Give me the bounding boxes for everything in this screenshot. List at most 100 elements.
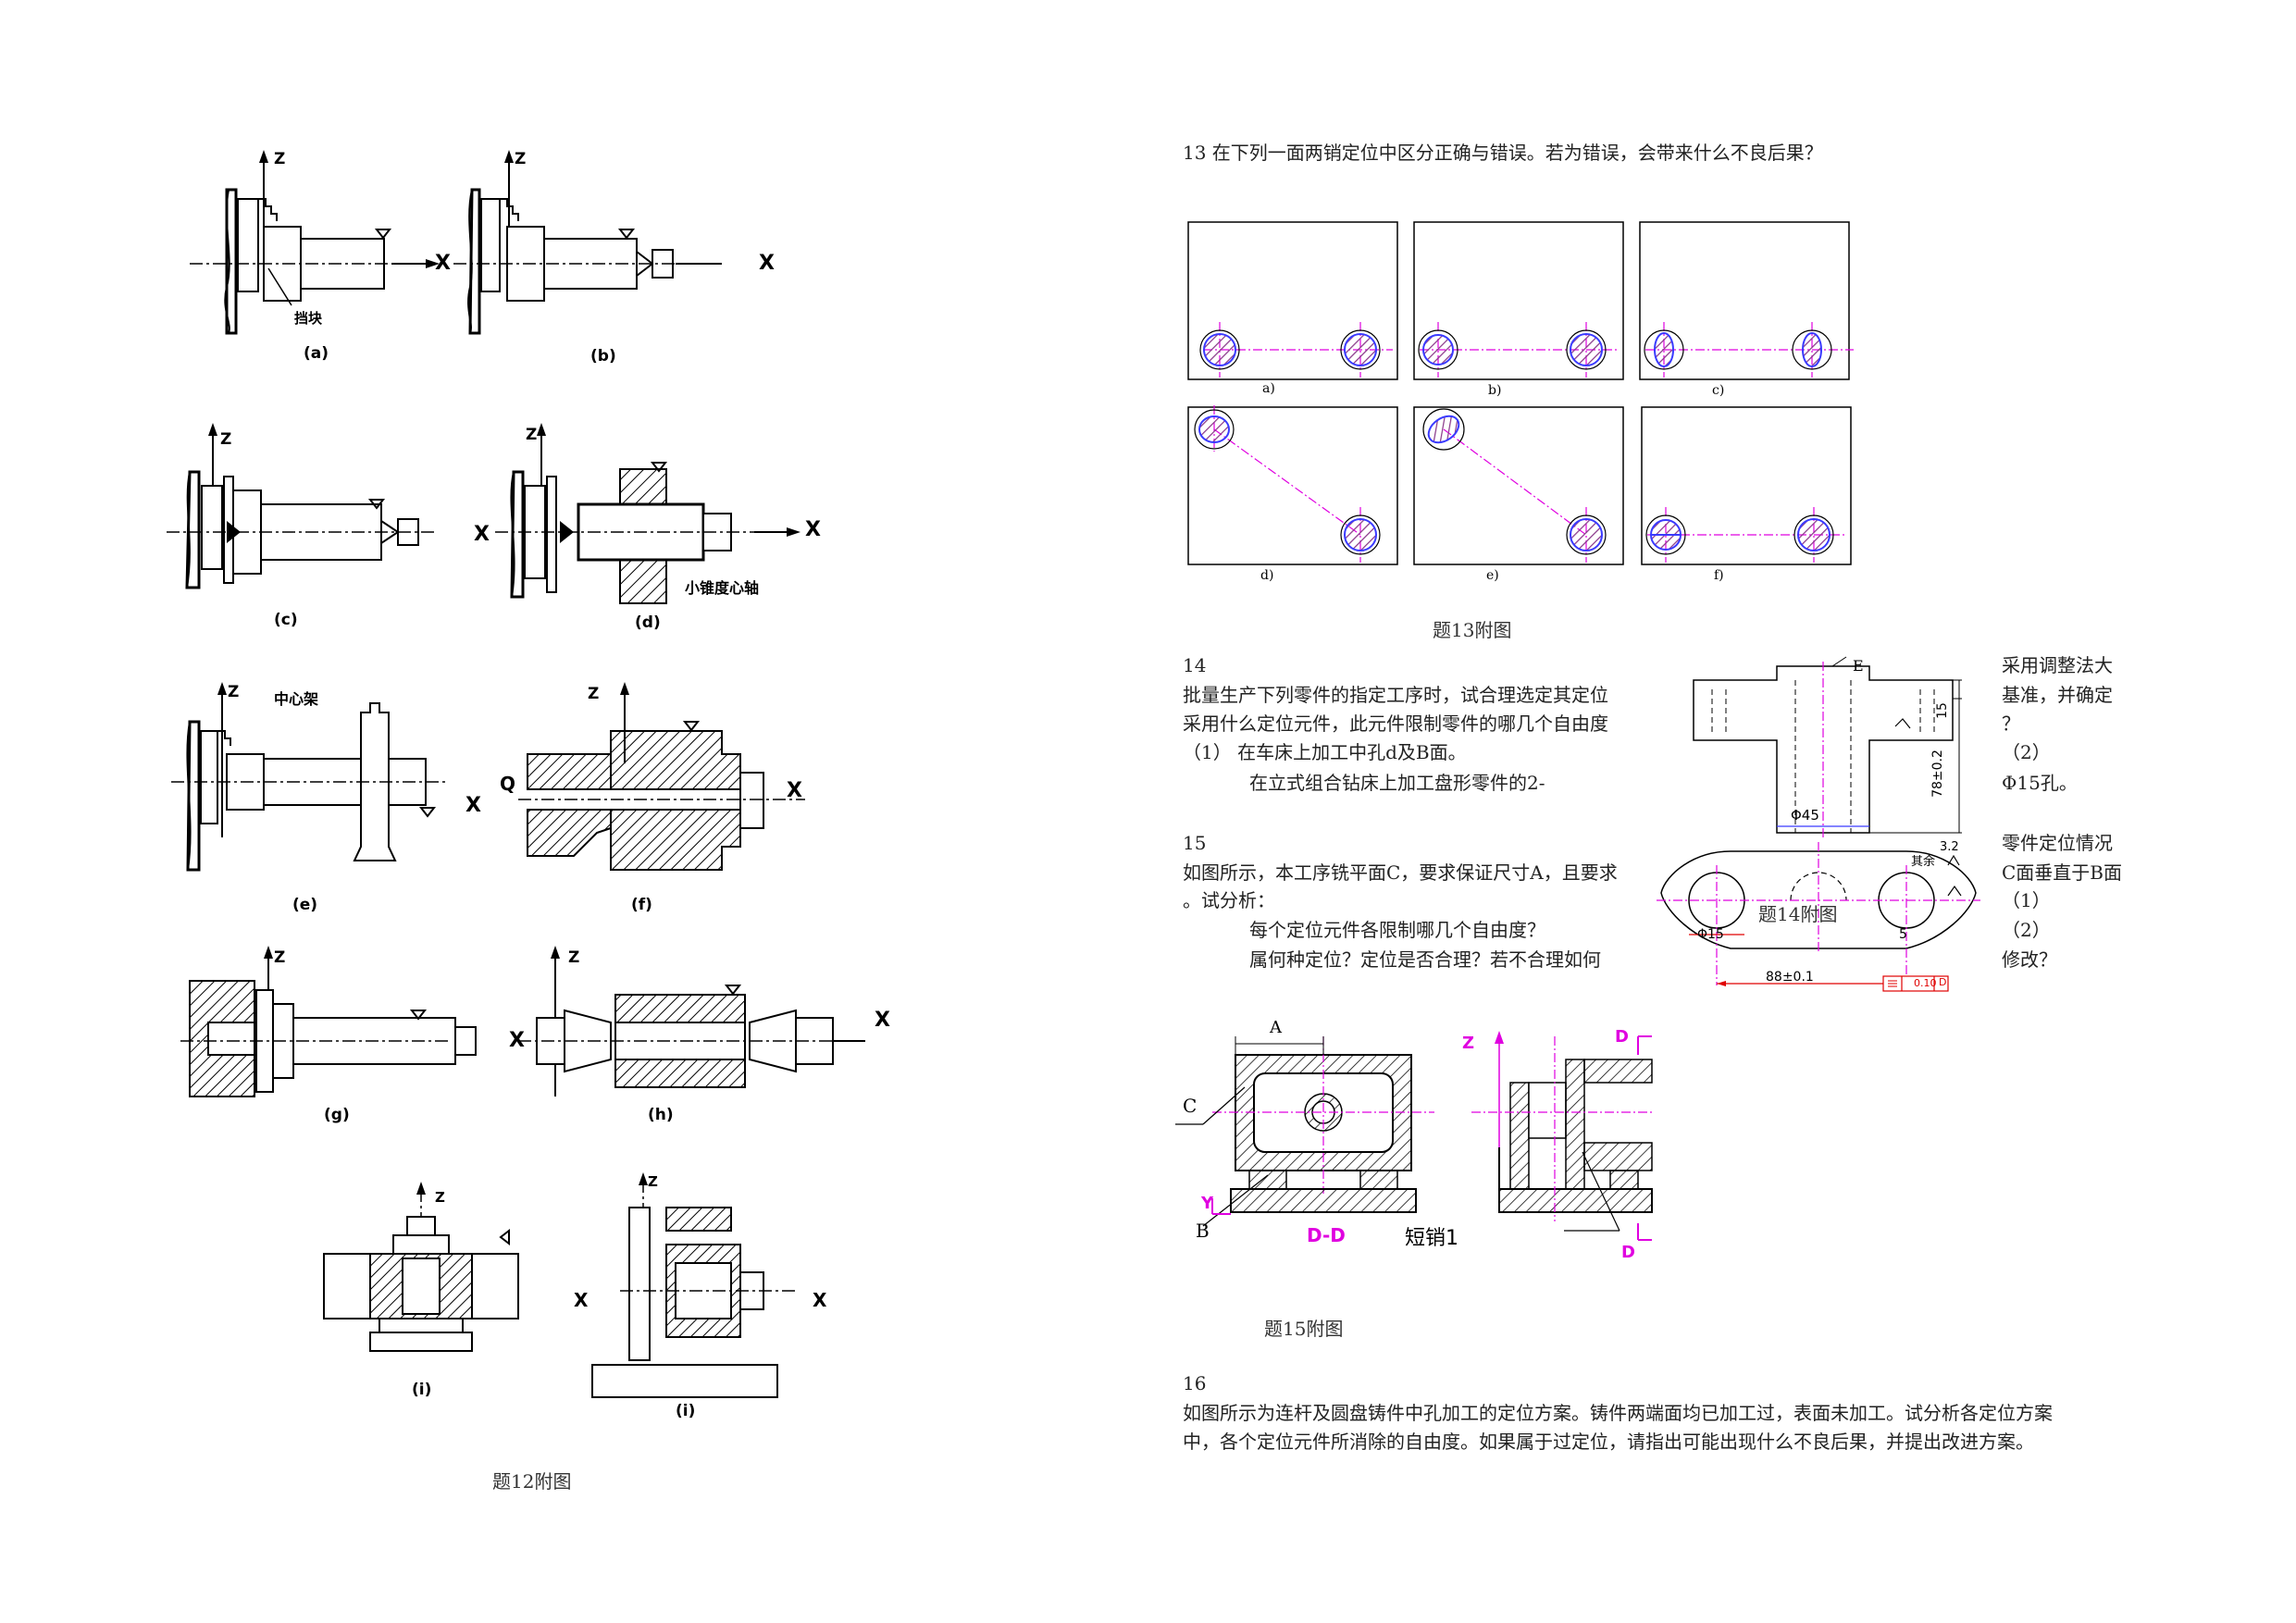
- x-axis-label: X: [813, 1289, 827, 1311]
- label-d-bottom: D: [1621, 1243, 1635, 1262]
- figure-12b-drawing: [453, 150, 722, 335]
- figure-12g-drawing: [180, 946, 477, 1097]
- figure-14-caption: 题14附图: [1758, 903, 1838, 925]
- label-d-top: D: [1615, 1027, 1629, 1047]
- sub-label-e: (e): [292, 896, 318, 914]
- question-15-right1: 零件定位情况: [2002, 832, 2113, 854]
- sub-label-i: (i): [676, 1402, 696, 1420]
- stop-block-label: 挡块: [294, 310, 323, 327]
- figure-12c-drawing: [167, 423, 435, 589]
- panel-label-a: a): [1262, 381, 1275, 396]
- dim-5: 5: [1899, 927, 1907, 942]
- figure-12-caption: 题12附图: [492, 1470, 572, 1493]
- figure-12d-drawing: [495, 423, 800, 604]
- question-14-right2: 基准，并确定: [2002, 684, 2113, 706]
- question-14-line2: 采用什么定位元件，此元件限制零件的哪几个自由度: [1183, 712, 1608, 735]
- question-15-right2: C面垂直于B面: [2002, 861, 2122, 884]
- label-z: Z: [1462, 1034, 1475, 1053]
- label-c: C: [1183, 1095, 1198, 1117]
- roughness-value: 3.2: [1940, 840, 1959, 854]
- z-axis-label: Z: [526, 426, 538, 444]
- dim-88: 88±0.1: [1766, 970, 1814, 985]
- z-axis-label: Z: [274, 150, 286, 168]
- x-axis-label: X: [574, 1289, 589, 1311]
- question-15-right5: 修改？: [2002, 948, 2057, 971]
- question-15-right4: （2）: [2002, 919, 2051, 941]
- sub-label-i: (i): [412, 1381, 432, 1399]
- figure-14-part-drawing: [1693, 656, 1962, 837]
- question-14-right1: 采用调整法大: [2002, 654, 2113, 676]
- question-15-item2: 属何种定位？定位是否合理？若不合理如何: [1249, 948, 1601, 971]
- dim-phi15: Φ15: [1697, 927, 1724, 942]
- figure-15-drawing: [1175, 1031, 1653, 1241]
- q-label: Q: [500, 773, 516, 795]
- sub-label-f: (f): [631, 896, 652, 914]
- panel-label-d: d): [1260, 568, 1274, 583]
- short-pin-label: 短销1: [1405, 1227, 1458, 1250]
- figure-12e-drawing: [171, 682, 449, 872]
- panel-label-c: c): [1712, 383, 1725, 398]
- sub-label-c: (c): [274, 611, 298, 629]
- panel-label-b: b): [1488, 383, 1502, 398]
- question-13-text: 13 在下列一面两销定位中区分正确与错误。若为错误，会带来什么不良后果？: [1183, 142, 1823, 164]
- mandrel-label: 小锥度心轴: [685, 579, 760, 597]
- dim-datum: D: [1939, 976, 1947, 988]
- question-15-number: 15: [1183, 832, 1207, 854]
- question-14-item1: （1） 在车床上加工中孔d及B面。: [1183, 741, 1467, 763]
- x-axis-label: X: [509, 1029, 525, 1052]
- z-axis-label: Z: [588, 685, 600, 703]
- z-axis-label: Z: [515, 150, 527, 168]
- x-axis-label: X: [474, 523, 490, 546]
- sub-label-a: (a): [304, 344, 329, 363]
- x-axis-label: X: [759, 252, 775, 275]
- question-14-right4: （2）: [2002, 741, 2051, 763]
- z-axis-label: Z: [648, 1173, 658, 1190]
- x-axis-label: X: [875, 1009, 890, 1032]
- question-14-number: 14: [1183, 654, 1207, 676]
- figure-12a-drawing: [190, 150, 440, 335]
- dim-e: E: [1853, 657, 1864, 675]
- label-b: B: [1196, 1220, 1210, 1242]
- figure-14-disk-drawing: [1657, 842, 1980, 992]
- z-axis-label: Z: [435, 1189, 445, 1206]
- dim-15: 15: [1934, 702, 1950, 719]
- sub-label-h: (h): [648, 1106, 674, 1124]
- panel-label-f: f): [1714, 568, 1724, 583]
- sub-label-b: (b): [590, 347, 616, 365]
- roughness-other: 其余: [1911, 855, 1936, 869]
- question-14-item2: 在立式组合钻床上加工盘形零件的2-: [1249, 772, 1545, 794]
- sub-label-g: (g): [324, 1106, 350, 1124]
- z-axis-label: Z: [228, 683, 240, 701]
- label-a: A: [1270, 1018, 1282, 1037]
- question-14-right3: ？: [2002, 712, 2020, 735]
- dim-tolerance: 0.10: [1914, 977, 1937, 989]
- figure-13-panels: [1187, 221, 1854, 565]
- center-rest-label: 中心架: [274, 690, 319, 708]
- dim-phi45: Φ45: [1791, 807, 1819, 824]
- x-axis-label: X: [465, 794, 481, 817]
- figure-15-caption: 题15附图: [1264, 1318, 1344, 1340]
- figure-13-caption: 题13附图: [1433, 619, 1512, 641]
- dim-78: 78±0.2: [1930, 750, 1945, 798]
- question-16-number: 16: [1183, 1372, 1207, 1394]
- sub-label-d: (d): [635, 613, 661, 632]
- question-16-line2: 中，各个定位元件所消除的自由度。如果属于过定位，请指出可能出现什么不良后果，并提…: [1183, 1431, 2034, 1453]
- figure-12i-left-drawing: [323, 1182, 519, 1352]
- x-axis-label: X: [787, 779, 802, 802]
- question-15-item1: 每个定位元件各限制哪几个自由度？: [1249, 919, 1545, 941]
- figure-12h-drawing: [518, 946, 865, 1096]
- label-dd: D-D: [1307, 1224, 1346, 1246]
- figure-12f-drawing: [518, 682, 805, 871]
- z-axis-label: Z: [274, 948, 286, 967]
- figure-12i-right-drawing: [591, 1172, 796, 1398]
- z-axis-label: Z: [568, 948, 580, 967]
- z-axis-label: Z: [220, 430, 232, 449]
- question-15-line2: 。试分析：: [1183, 889, 1275, 911]
- question-14-line1: 批量生产下列零件的指定工序时，试合理选定其定位: [1183, 684, 1608, 706]
- x-axis-label: X: [805, 518, 821, 541]
- question-16-line1: 如图所示为连杆及圆盘铸件中孔加工的定位方案。铸件两端面均已加工过，表面未加工。试…: [1183, 1402, 2053, 1424]
- question-15-right3: （1）: [2002, 889, 2051, 911]
- question-14-right5: Φ15孔。: [2002, 772, 2078, 794]
- x-axis-label: X: [435, 252, 451, 275]
- panel-label-e: e): [1486, 568, 1499, 583]
